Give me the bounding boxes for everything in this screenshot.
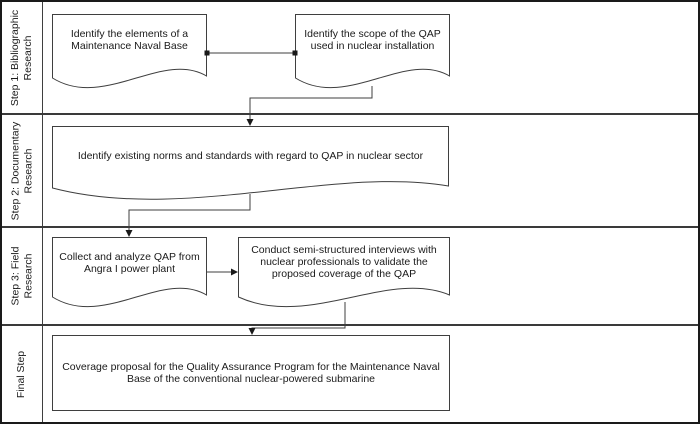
step-1-label: Step 1: Bibliographic Research (9, 9, 34, 106)
step-3-label: Step 3: Field Research (9, 246, 35, 306)
arrowhead-down (125, 230, 133, 237)
arrowhead-down (248, 328, 256, 335)
process-coverage-proposal: Coverage proposal for the Quality Assura… (52, 335, 450, 411)
doc-identify-elements-text: Identify the elements of a Maintenance N… (70, 28, 189, 52)
process-coverage-proposal-text: Coverage proposal for the Quality Assura… (62, 361, 440, 385)
final-step-label: Final Step (15, 350, 28, 398)
doc-collect-analyze: Collect and analyze QAP from Angra I pow… (52, 237, 207, 311)
row-divider-1 (2, 113, 698, 115)
doc-collect-analyze-text: Collect and analyze QAP from Angra I pow… (59, 251, 200, 275)
doc-identify-norms-text: Identify existing norms and standards wi… (77, 150, 424, 162)
step-2-label: Step 2: Documentary Research (9, 121, 35, 220)
document-shape-outline (52, 126, 449, 200)
arrowhead-down (246, 119, 254, 126)
row-label-final-step: Final Step (2, 326, 43, 422)
doc-identify-elements: Identify the elements of a Maintenance N… (52, 14, 207, 92)
doc-identify-norms: Identify existing norms and standards wi… (52, 126, 449, 202)
doc-conduct-interviews-text: Conduct semi-structured interviews with … (251, 244, 437, 280)
arrowhead-right (231, 268, 238, 276)
doc-identify-scope: Identify the scope of the QAP used in nu… (295, 14, 450, 92)
row-label-step-2: Step 2: Documentary Research (2, 115, 43, 226)
document-shape-outline (295, 14, 450, 89)
doc-conduct-interviews: Conduct semi-structured interviews with … (238, 237, 450, 311)
document-shape-outline (52, 237, 207, 308)
row-divider-3 (2, 324, 698, 326)
document-shape-outline (52, 14, 207, 89)
row-label-step-1: Step 1: Bibliographic Research (2, 2, 43, 113)
row-divider-2 (2, 226, 698, 228)
row-label-step-3: Step 3: Field Research (2, 228, 43, 324)
doc-identify-scope-text: Identify the scope of the QAP used in nu… (304, 28, 441, 52)
